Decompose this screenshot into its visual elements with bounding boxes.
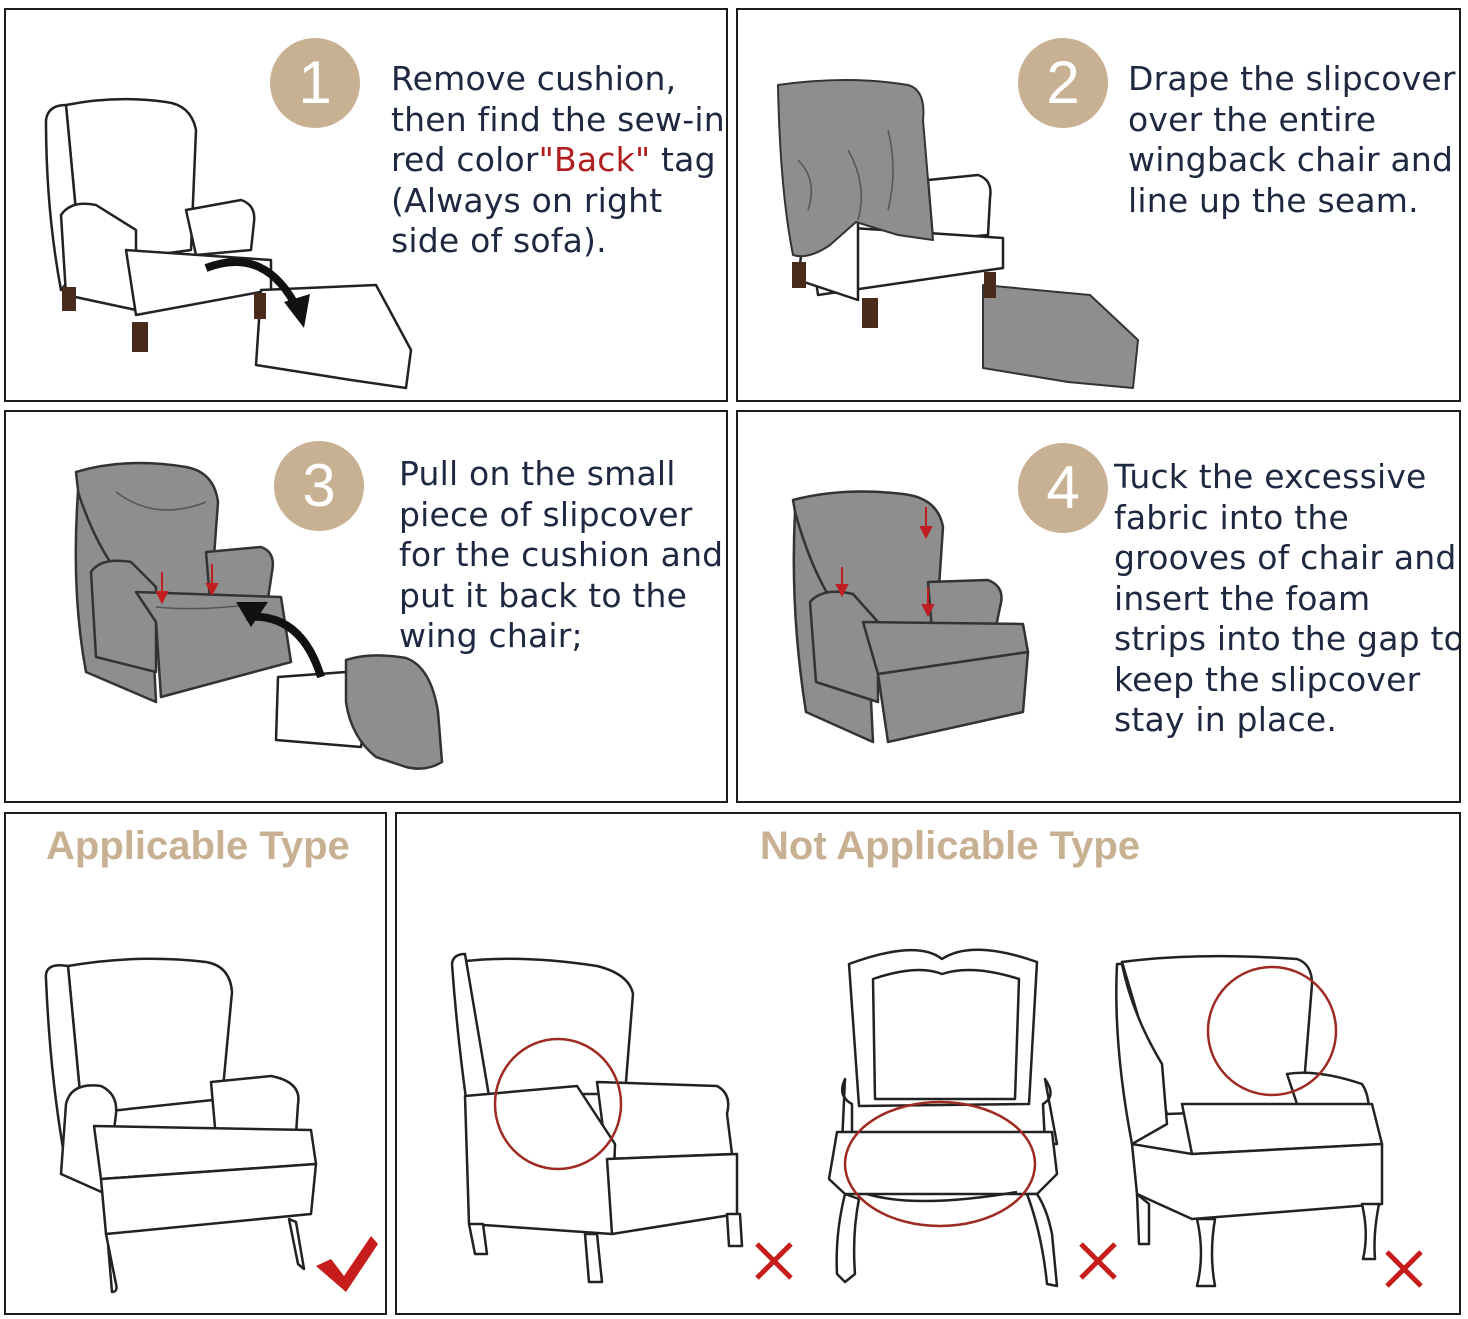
step-2-instructions: Drape the slipcover over the entire wing… — [1128, 59, 1456, 221]
instruction-line: fabric into the — [1114, 497, 1350, 537]
recliner-chair — [450, 952, 744, 1284]
chair-draped-slipcover-illustration — [777, 79, 1139, 389]
instruction-line: wingback chair and — [1128, 140, 1454, 179]
step-4-instructions: Tuck the excessive fabric into the groov… — [1114, 457, 1461, 741]
modern-wingback-chair — [1115, 954, 1384, 1288]
cross-mark-icon — [1079, 1242, 1117, 1280]
instruction-line: Pull on the small — [399, 454, 676, 493]
check-mark-icon — [316, 1236, 378, 1292]
instruction-line: wing chair; — [399, 616, 583, 655]
not-applicable-type-heading: Not Applicable Type — [760, 824, 1141, 868]
instruction-line: piece of slipcover — [399, 494, 693, 534]
instruction-line: then find the sew-in — [391, 99, 725, 139]
instruction-line: put it back to the — [399, 575, 688, 615]
applicable-type-panel: Applicable Type — [4, 812, 387, 1315]
instruction-line: grooves of chair and — [1114, 538, 1457, 577]
step-1-instructions: Remove cushion, then find the sew-in red… — [391, 59, 725, 262]
step-2-panel: 2 Drape the slipcover over the entire wi… — [736, 8, 1461, 402]
unsuitable-chairs-illustration — [450, 948, 1423, 1288]
step-1-panel: 1 Remove cushion, then find the sew-in r… — [4, 8, 728, 402]
applicable-type-heading: Applicable Type — [46, 824, 350, 868]
chair-cushion-cover-illustration — [74, 461, 444, 770]
instruction-line: over the entire — [1128, 99, 1377, 139]
instruction-line: (Always on right — [391, 180, 663, 220]
instruction-line: side of sofa). — [391, 221, 607, 260]
instruction-line: keep the slipcover — [1114, 659, 1421, 699]
step-number-badge: 2 — [1018, 38, 1108, 128]
instruction-line: strips into the gap to — [1114, 619, 1461, 658]
instruction-line: insert the foam — [1114, 578, 1371, 618]
instruction-text: red color — [391, 140, 539, 179]
instruction-line: for the cushion and — [399, 535, 724, 574]
step-4-panel: 4 Tuck the excessive fabric into the gro… — [736, 410, 1461, 803]
cross-mark-icon — [1385, 1250, 1423, 1288]
step-number-badge: 3 — [274, 441, 364, 531]
instruction-line: red color"Back" tag — [391, 140, 725, 181]
instruction-line: Remove cushion, — [391, 59, 677, 98]
chair-fully-covered-illustration — [791, 490, 1030, 744]
step-number-badge: 4 — [1018, 443, 1108, 533]
instruction-line: stay in place. — [1114, 700, 1338, 739]
wingback-chair-illustration — [44, 957, 378, 1294]
instruction-line: Tuck the excessive — [1114, 457, 1427, 496]
instruction-text: tag — [650, 140, 716, 179]
instruction-line: Drape the slipcover — [1128, 59, 1456, 98]
instruction-line: line up the seam. — [1128, 180, 1419, 220]
step-3-instructions: Pull on the small piece of slipcover for… — [399, 454, 723, 657]
not-applicable-type-panel: Not Applicable Type — [395, 812, 1461, 1315]
step-3-panel: 3 Pull on the small piece of slipcover f… — [4, 410, 728, 803]
carved-frame-chair — [827, 948, 1059, 1288]
back-tag-label: "Back" — [538, 140, 651, 179]
cross-mark-icon — [755, 1242, 793, 1280]
step-number-badge: 1 — [270, 38, 360, 128]
chair-cushion-removed-illustration — [44, 97, 413, 390]
